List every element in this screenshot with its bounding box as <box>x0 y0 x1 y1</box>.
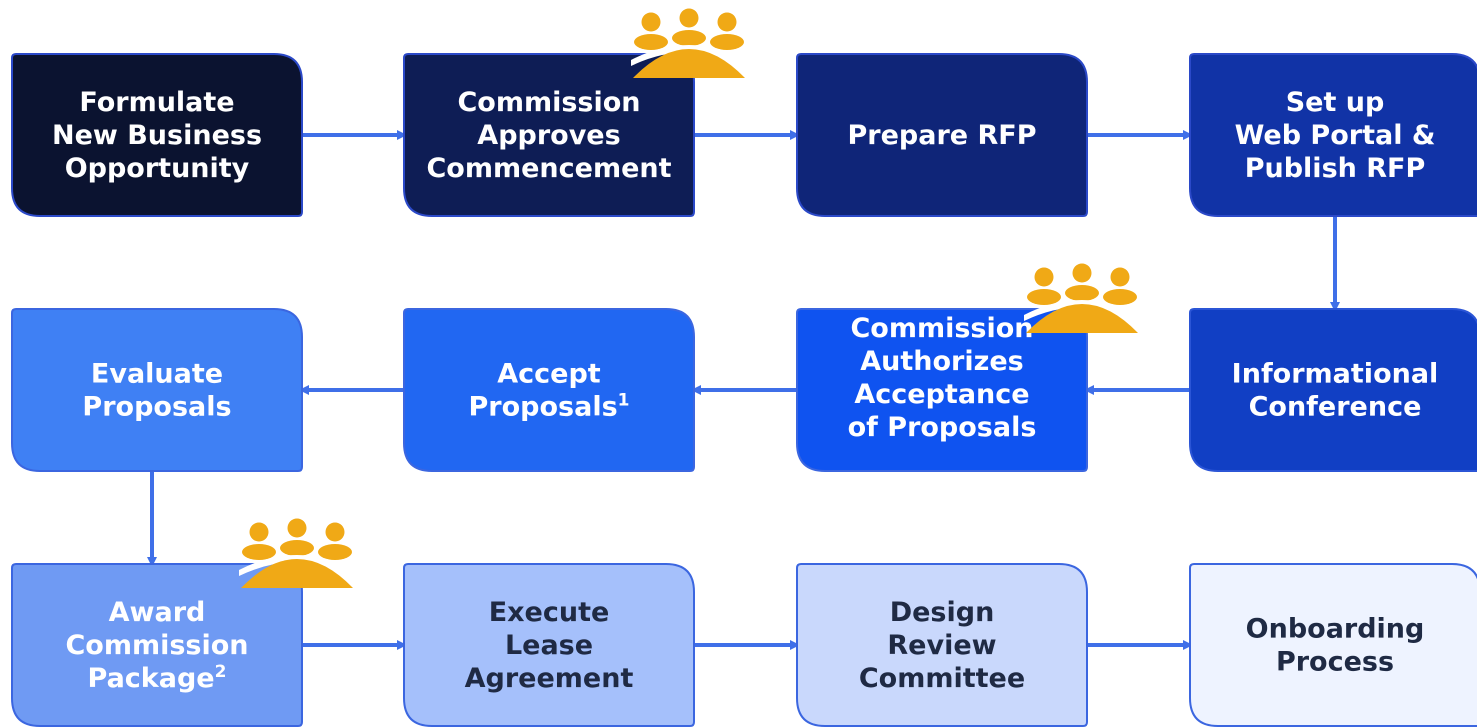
step-box <box>403 563 695 727</box>
step-label-line: Onboarding <box>1246 614 1425 645</box>
step-label-line: Commission <box>65 630 248 661</box>
step-label-line: Acceptance <box>854 379 1029 410</box>
people-group-icon <box>631 8 747 78</box>
footnote-superscript: 1 <box>618 391 630 411</box>
step-label-line: Proposals <box>82 392 231 423</box>
step-label-line: Review <box>887 630 996 661</box>
process-step-prepare-rfp: Prepare RFP <box>796 53 1088 217</box>
step-label-line: Accept <box>497 359 601 390</box>
step-box <box>403 308 695 472</box>
step-label-line: Approves <box>477 120 620 151</box>
step-label-line: of Proposals <box>848 412 1037 443</box>
step-label-line: Lease <box>505 630 593 661</box>
step-label-line: Publish RFP <box>1245 153 1426 184</box>
step-label-line: Commission <box>850 313 1033 344</box>
step-label-line: Informational <box>1232 359 1439 390</box>
step-label-line: Web Portal & <box>1235 120 1436 151</box>
step-label-line: Opportunity <box>65 153 250 184</box>
step-box <box>11 53 303 217</box>
step-box <box>1189 563 1477 727</box>
step-label-line: New Business <box>52 120 262 151</box>
step-box <box>1189 308 1477 472</box>
footnote-superscript: 2 <box>215 662 227 682</box>
step-label-line: Formulate <box>79 87 234 118</box>
step-label-line: Agreement <box>465 663 634 694</box>
connector-layer <box>147 130 1340 650</box>
step-label-line: Evaluate <box>91 359 223 390</box>
step-label: Prepare RFP <box>847 120 1036 151</box>
icon-layer <box>239 8 1140 588</box>
step-label-line: Commencement <box>426 153 671 184</box>
step-box <box>796 563 1088 727</box>
step-label-line: Proposals <box>469 392 618 423</box>
step-label-line: Set up <box>1286 87 1385 118</box>
step-label-line: Design <box>890 597 995 628</box>
step-label-line: Execute <box>489 597 610 628</box>
step-label-line: Package <box>88 663 215 694</box>
step-box <box>796 53 1088 217</box>
step-label-line: Conference <box>1249 392 1422 423</box>
people-group-icon <box>239 518 355 588</box>
step-label-line: Authorizes <box>860 346 1023 377</box>
step-label-line: Process <box>1276 647 1394 678</box>
step-label-line: Committee <box>859 663 1025 694</box>
step-box <box>11 308 303 472</box>
step-label-line: Award <box>109 597 206 628</box>
step-label-line: Commission <box>457 87 640 118</box>
step-label-line: Prepare RFP <box>847 120 1036 151</box>
people-group-icon <box>1024 263 1140 333</box>
